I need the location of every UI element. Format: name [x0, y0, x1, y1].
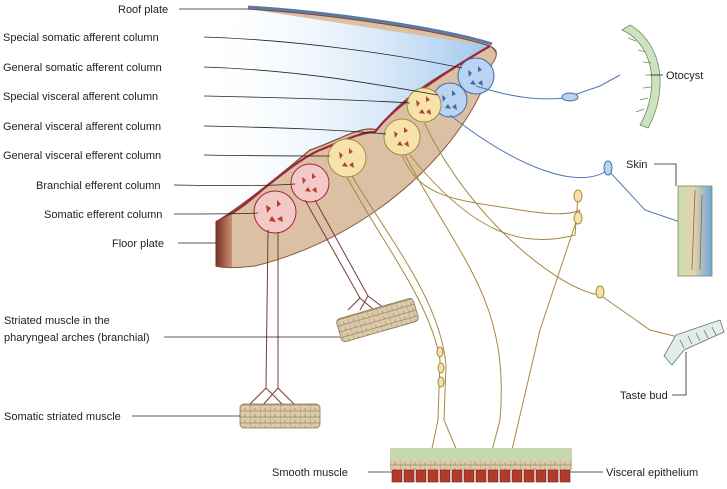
- afferent-ganglion-cells: [561, 92, 613, 176]
- skin-tissue: [677, 185, 713, 277]
- visceral-epithelium-cells: [391, 469, 571, 483]
- label-skin: Skin: [626, 159, 647, 171]
- label-smooth-muscle: Smooth muscle: [272, 467, 348, 479]
- label-se-column: Somatic efferent column: [44, 209, 162, 221]
- muscle-layer-pattern: [390, 460, 572, 470]
- general-visceral-efferent-column: [327, 138, 367, 178]
- label-floor-plate: Floor plate: [112, 238, 164, 250]
- taste-bud: [663, 319, 725, 366]
- label-visceral-epithelium: Visceral epithelium: [606, 467, 698, 479]
- somatic-efferent-column: [253, 190, 297, 234]
- otocyst: [621, 24, 661, 129]
- somatic-efferent-axons: [247, 229, 297, 407]
- somatic-muscle: [239, 403, 321, 429]
- leader-lines: [132, 8, 687, 473]
- label-sva-column: Special visceral afferent column: [3, 91, 158, 103]
- smooth-muscle-layer: [390, 448, 572, 462]
- label-pharyngeal-muscle-2: pharyngeal arches (branchial): [4, 332, 150, 344]
- label-gve-column: General visceral efferent column: [3, 150, 161, 162]
- roof-plate: [247, 5, 493, 46]
- label-roof-plate: Roof plate: [118, 4, 168, 16]
- label-pharyngeal-muscle-1: Striated muscle in the: [4, 315, 110, 327]
- pharyngeal-muscle: [336, 298, 419, 343]
- label-otocyst: Otocyst: [666, 70, 703, 82]
- label-taste-bud: Taste bud: [620, 390, 668, 402]
- label-gva-column: General visceral afferent column: [3, 121, 161, 133]
- label-be-column: Branchial efferent column: [36, 180, 161, 192]
- branchial-efferent-axons: [304, 199, 385, 311]
- ganglion-cells: [436, 189, 605, 388]
- general-visceral-afferent-column: [383, 118, 421, 156]
- label-ssa-column: Special somatic afferent column: [3, 32, 159, 44]
- label-somatic-muscle: Somatic striated muscle: [4, 411, 121, 423]
- special-somatic-afferent-column: [457, 57, 495, 95]
- special-visceral-afferent-column: [406, 87, 442, 123]
- floor-plate: [216, 214, 232, 267]
- branchial-efferent-column: [290, 163, 330, 203]
- neural-tube-lumen: [194, 9, 490, 215]
- label-gsa-column: General somatic afferent column: [3, 62, 162, 74]
